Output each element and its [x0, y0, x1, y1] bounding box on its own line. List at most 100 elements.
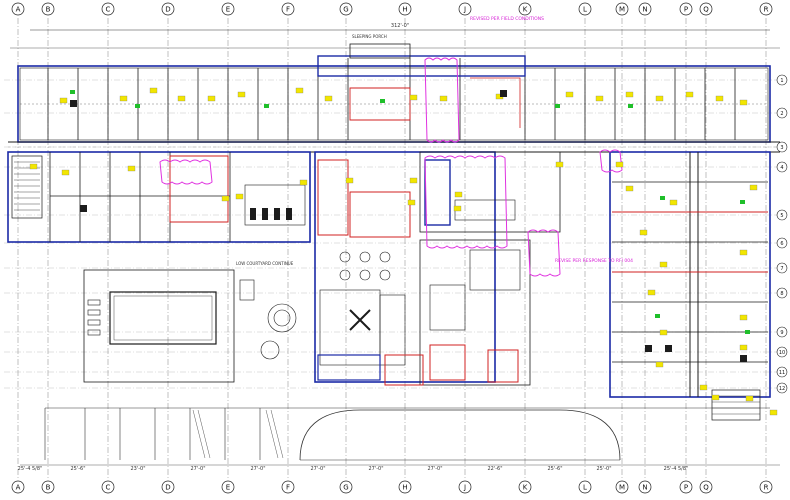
parking-drive: [20, 407, 780, 466]
grid-bubble: [281, 480, 295, 494]
grid-bubble-label: E: [226, 484, 230, 492]
bottom-dimension-text: 23'-0": [130, 466, 145, 472]
bottom-dimension-text: 25'-6": [547, 466, 562, 472]
grid-bubble: [221, 480, 235, 494]
grid-bubble-label: G: [343, 6, 348, 14]
tag-marker: [699, 384, 708, 391]
grid-bubble: [776, 107, 788, 119]
grid-bubble-label: M: [619, 484, 625, 492]
accessible-icon: [665, 345, 672, 352]
grid-bubble: [776, 237, 788, 249]
tag-marker: [639, 229, 648, 236]
service-block: [384, 151, 561, 386]
accessible-icon: [70, 100, 77, 107]
grid-bubble: [578, 2, 592, 16]
tag-marker: [409, 94, 418, 101]
tag-marker: [345, 177, 354, 184]
grid-lines: [4, 18, 786, 478]
grid-bubble-label: D: [165, 6, 170, 14]
tag-marker-green: [70, 90, 75, 94]
grid-bubble: [776, 262, 788, 274]
tag-marker: [221, 195, 230, 202]
grid-bubble-label: 2: [780, 111, 783, 117]
bottom-dimension-text: 25'-6": [70, 466, 85, 472]
grid-bubble-label: J: [463, 6, 466, 14]
tag-marker: [739, 344, 748, 351]
tag-marker: [149, 87, 158, 94]
grid-bubble: [776, 366, 788, 378]
grid-bubble-label: N: [642, 484, 647, 492]
grid-bubble: [398, 2, 412, 16]
center-block: [314, 151, 496, 383]
grid-bubble-label: K: [523, 6, 528, 14]
grid-bubble: [398, 480, 412, 494]
bottom-dimension-text: 25'-4 5/8": [18, 466, 43, 472]
grid-bubble: [638, 2, 652, 16]
grid-bubble: [101, 2, 115, 16]
bottom-dimension-text: 27'-0": [250, 466, 265, 472]
tag-marker: [453, 205, 462, 212]
grid-bubble-label: P: [684, 484, 688, 492]
grid-bubble-label: Q: [703, 484, 709, 492]
revision-clouds: [159, 57, 623, 277]
bottom-dimension-text: 27'-0": [310, 466, 325, 472]
tag-marker: [739, 314, 748, 321]
grid-bubble: [699, 480, 713, 494]
tag-marker: [409, 177, 418, 184]
tag-marker: [299, 179, 308, 186]
bottom-dimension-text: 25'-4 5/8": [664, 466, 689, 472]
tag-marker: [685, 91, 694, 98]
grid-bubble: [518, 2, 532, 16]
tag-marker: [749, 184, 758, 191]
grid-bubble-label: 6: [780, 241, 783, 247]
grid-bubble: [458, 480, 472, 494]
grid-bubble: [615, 480, 629, 494]
grid-bubble-label: M: [619, 6, 625, 14]
grid-bubble-label: B: [46, 6, 51, 14]
grid-bubble-label: L: [583, 6, 587, 14]
bottom-dimension-text: 27'-0": [190, 466, 205, 472]
tag-marker: [655, 95, 664, 102]
tag-marker: [659, 261, 668, 268]
grid-bubble: [776, 209, 788, 221]
grid-bubble: [679, 480, 693, 494]
tag-marker: [454, 191, 463, 198]
grid-bubble: [759, 480, 773, 494]
grid-bubble: [615, 2, 629, 16]
tag-marker-green: [264, 104, 269, 108]
grid-bubble: [101, 480, 115, 494]
tag-marker: [295, 87, 304, 94]
grid-bubble-label: 7: [780, 266, 783, 272]
tag-marker-green: [660, 196, 665, 200]
grid-bubble-label: K: [523, 484, 528, 492]
grid-bubble: [759, 2, 773, 16]
grid-bubble: [776, 141, 788, 153]
grid-bubble: [776, 346, 788, 358]
grid-bubble-label: D: [165, 484, 170, 492]
tag-marker: [715, 95, 724, 102]
bottom-dimension-text: 27'-0": [368, 466, 383, 472]
tag-marker: [237, 91, 246, 98]
grid-bubble: [776, 287, 788, 299]
tag-marker-green: [380, 99, 385, 103]
grid-bubble-label: 5: [780, 213, 783, 219]
grid-bubble: [161, 480, 175, 494]
bottom-dimension-text: 25'-0": [596, 466, 611, 472]
grid-bubble-label: H: [402, 484, 407, 492]
tag-marker: [745, 395, 754, 402]
tag-marker: [739, 249, 748, 256]
accessible-icon: [80, 205, 87, 212]
tag-marker: [439, 95, 448, 102]
grid-bubble: [221, 2, 235, 16]
grid-bubble-label: 3: [780, 145, 783, 151]
overall-dimension-text: 312'-0": [391, 23, 409, 29]
pool-courtyard: LOW COURTYARD CONTINUE: [83, 261, 297, 383]
bottom-dimensions: 25'-4 5/8" 25'-6" 23'-0" 27'-0" 27'-0" 27'-0"…: [18, 466, 689, 472]
grid-bubble: [281, 2, 295, 16]
grid-bubble-label: F: [286, 6, 290, 14]
grid-bubble-label: R: [764, 6, 769, 14]
grid-bubble-label: 8: [780, 291, 783, 297]
grid-bubble-label: E: [226, 6, 230, 14]
